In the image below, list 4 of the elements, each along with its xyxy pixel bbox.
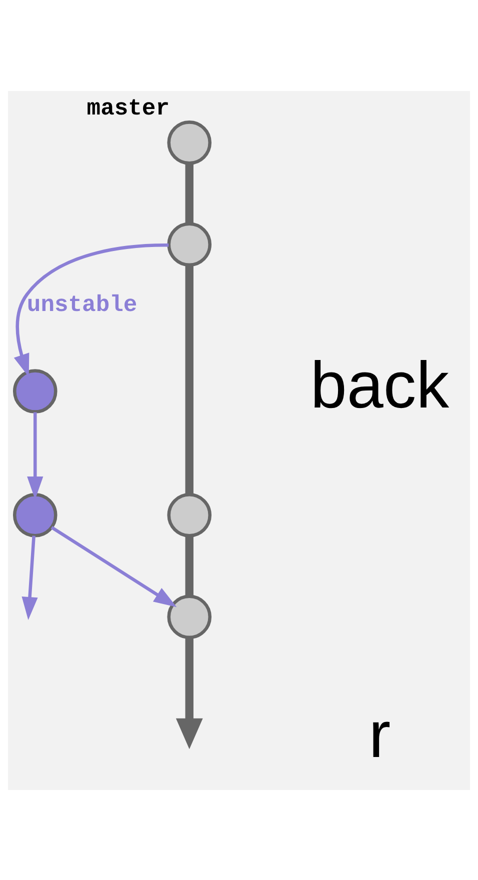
label: back bbox=[310, 348, 450, 422]
node-label: master bbox=[86, 94, 170, 121]
label: r bbox=[368, 698, 391, 771]
edge-label: unstable bbox=[26, 292, 138, 318]
